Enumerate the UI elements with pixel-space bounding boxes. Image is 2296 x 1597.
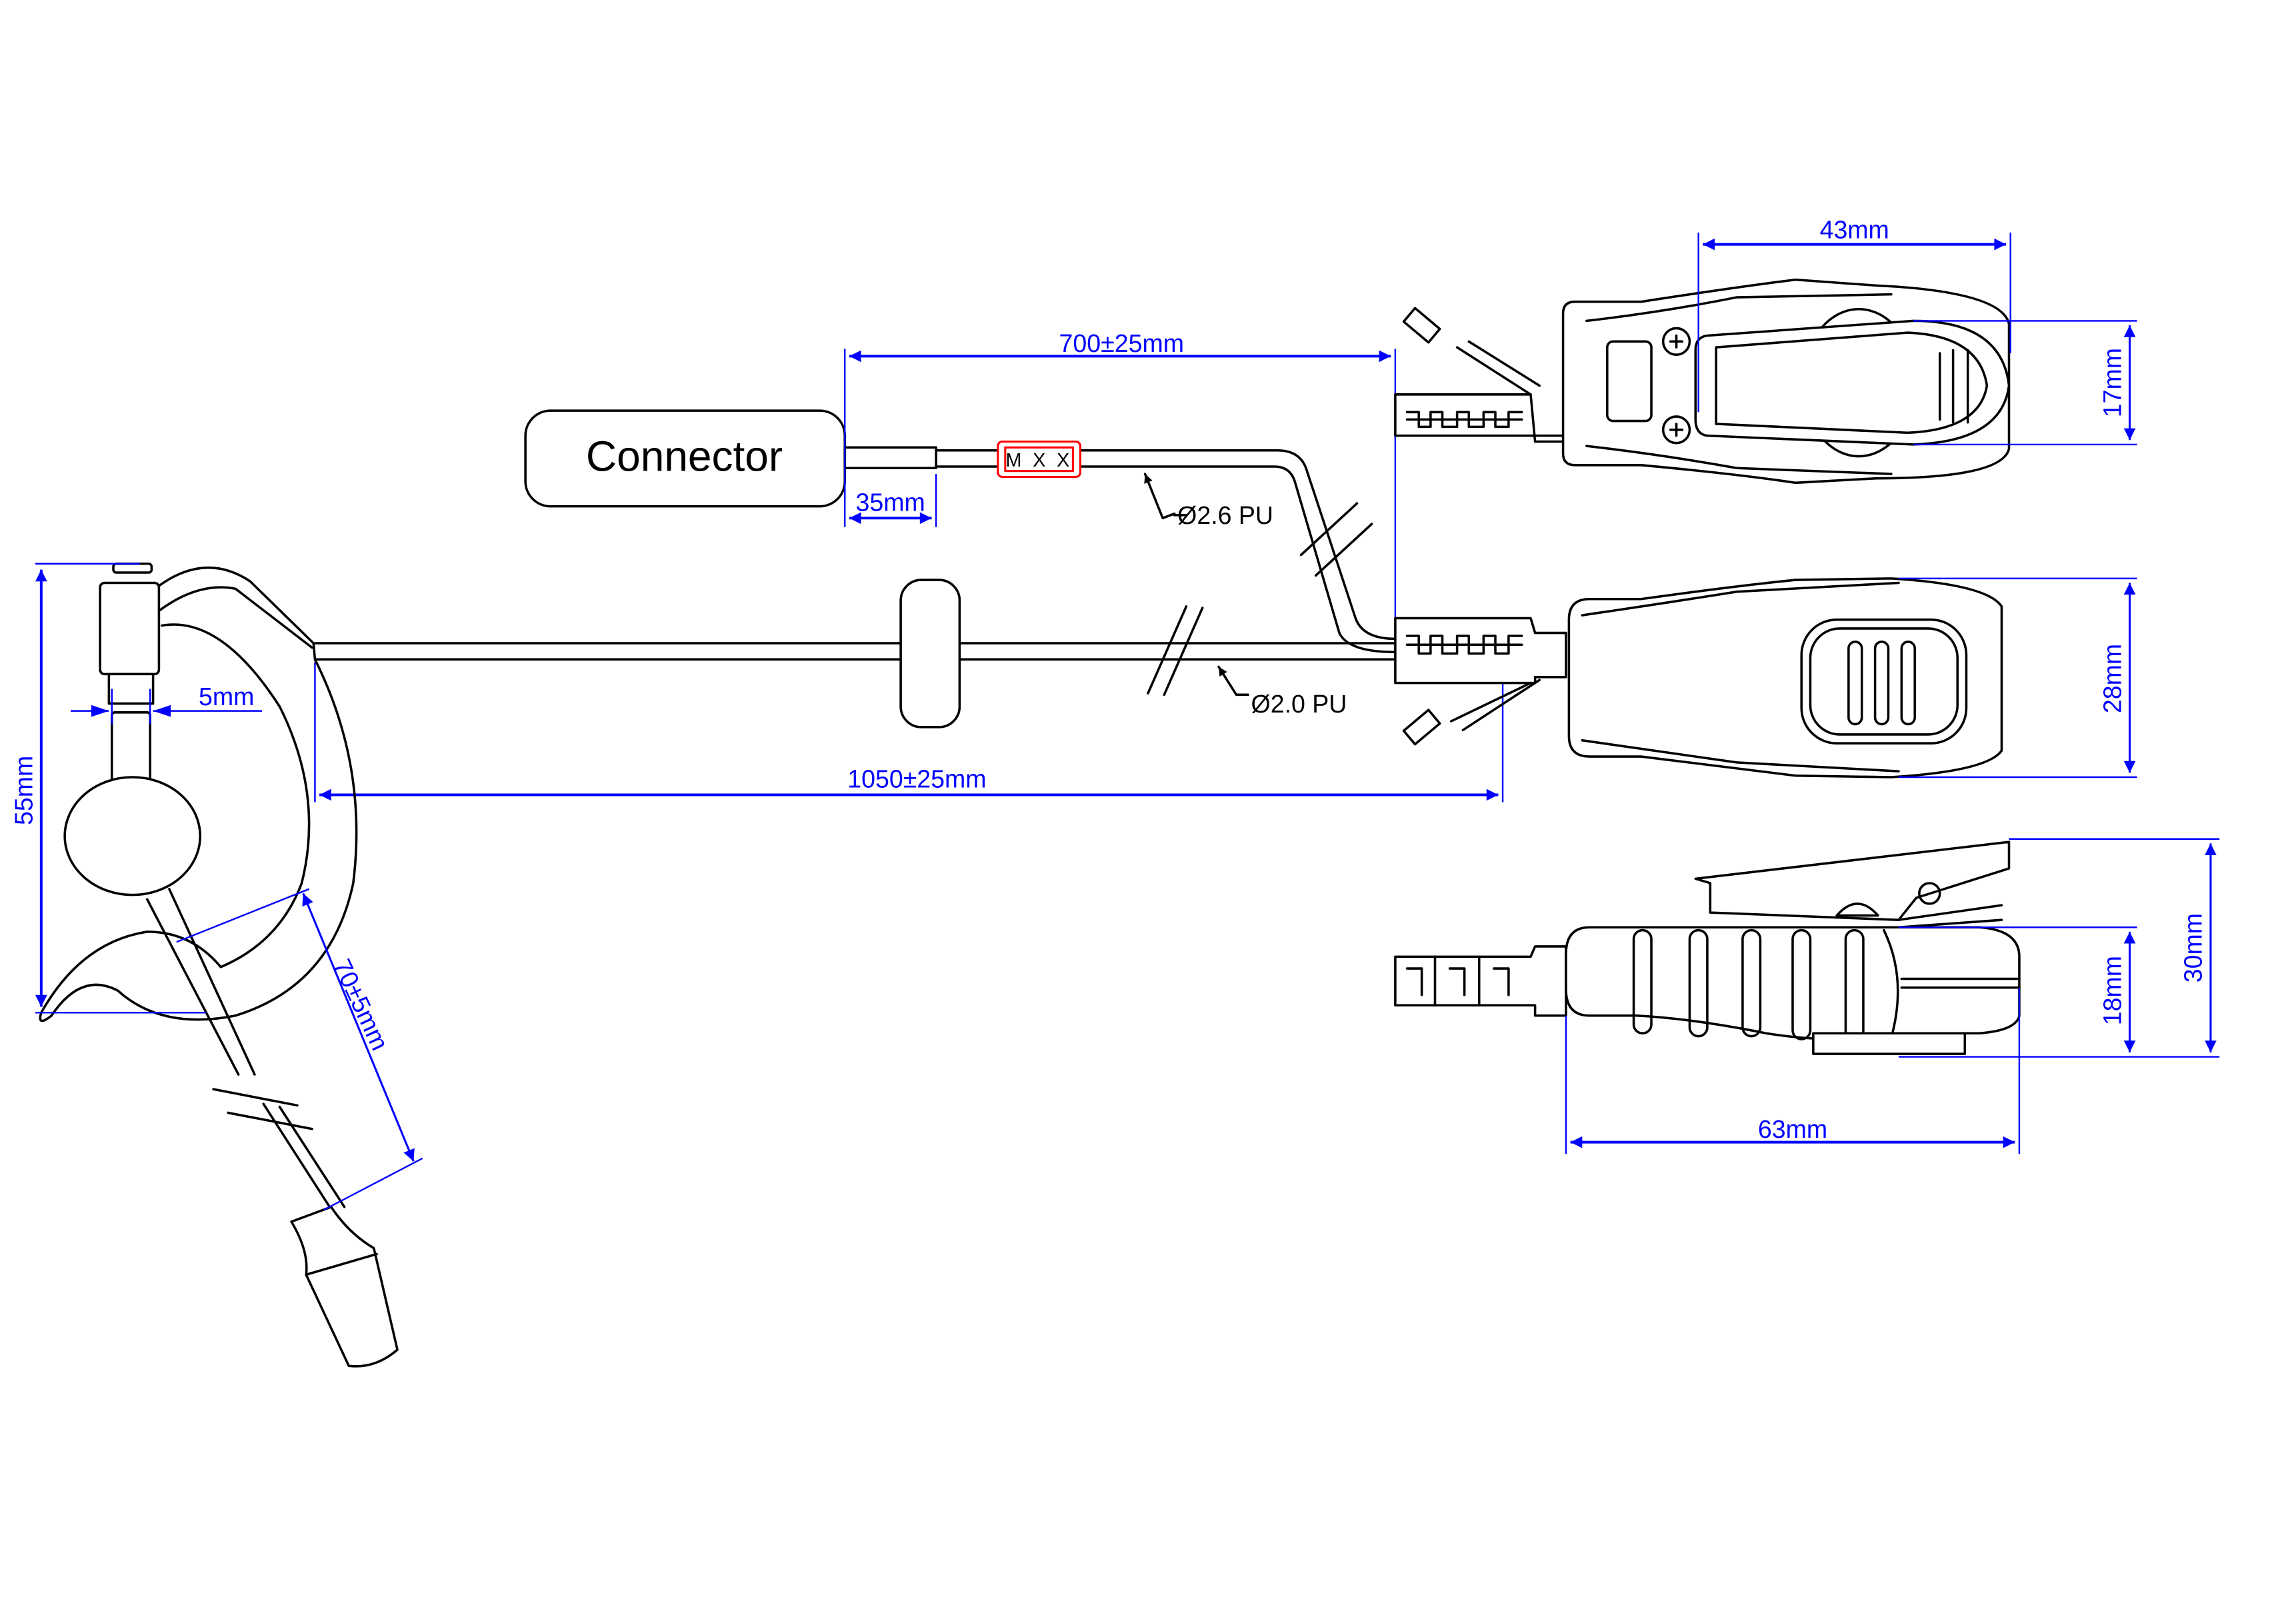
dim-ptt-side-body-height: 18mm <box>1898 926 2220 1058</box>
lower-cable-leader <box>1217 665 1249 697</box>
svg-text:5mm: 5mm <box>199 683 254 711</box>
ptt-side-view <box>1394 840 2021 1055</box>
svg-text:1050±25mm: 1050±25mm <box>847 765 986 793</box>
dim-ptt-top-height: 17mm <box>1913 320 2137 446</box>
dim-ptt-side-total-height: 30mm <box>2009 838 2220 1052</box>
mic-boom <box>146 888 346 1208</box>
mic-capsule <box>290 1206 399 1368</box>
svg-text:63mm: 63mm <box>1758 1115 1827 1143</box>
svg-text:18mm: 18mm <box>2098 956 2126 1025</box>
svg-text:35mm: 35mm <box>856 488 925 516</box>
ptt-top-view <box>1394 278 2011 485</box>
upper-cable-spec: Ø2.6 PU <box>1177 501 1273 529</box>
ptt-button <box>1800 618 1968 745</box>
cable-clip <box>899 579 961 729</box>
lower-cable-assembly: Ø2.0 PU <box>313 579 1397 729</box>
dim-ptt-side-length: 63mm <box>1565 987 2021 1154</box>
dim-ptt-top-width: 43mm <box>1697 216 2011 413</box>
dim-lower-cable-length: 1050±25mm <box>314 662 1504 802</box>
dim-connector-boot: 35mm <box>844 474 937 527</box>
connector-label: Connector <box>586 433 783 481</box>
label-tag-text: M X X <box>1006 450 1073 471</box>
side-clip <box>1694 840 2011 921</box>
cable-break-mark <box>1299 502 1373 577</box>
earpiece <box>39 563 399 1368</box>
ptt-front-view <box>1394 577 2003 779</box>
upper-cable <box>935 449 1397 641</box>
svg-text:55mm: 55mm <box>10 756 38 825</box>
svg-text:30mm: 30mm <box>2179 913 2207 982</box>
svg-text:700±25mm: 700±25mm <box>1059 329 1184 357</box>
svg-text:28mm: 28mm <box>2098 644 2126 713</box>
connector-assembly: Connector M X X Ø2.6 PU <box>524 409 1397 654</box>
upper-cable-leader <box>1143 473 1176 520</box>
lower-cable-spec: Ø2.0 PU <box>1251 690 1347 718</box>
cable-break-mark <box>1147 605 1204 697</box>
ear-bud <box>63 776 202 896</box>
belt-clip <box>1694 319 2011 446</box>
connector-boot <box>843 446 937 470</box>
dim-stem-width: 5mm <box>70 683 262 725</box>
lower-cable <box>313 642 1397 661</box>
label-tag: M X X <box>997 440 1081 479</box>
svg-text:17mm: 17mm <box>2098 348 2126 417</box>
dim-ptt-front-height: 28mm <box>1898 577 2137 779</box>
dim-earhook-height: 55mm <box>10 563 207 1014</box>
ear-hook <box>39 566 358 1022</box>
svg-text:70±5mm: 70±5mm <box>328 954 395 1054</box>
svg-text:43mm: 43mm <box>1820 216 1889 244</box>
